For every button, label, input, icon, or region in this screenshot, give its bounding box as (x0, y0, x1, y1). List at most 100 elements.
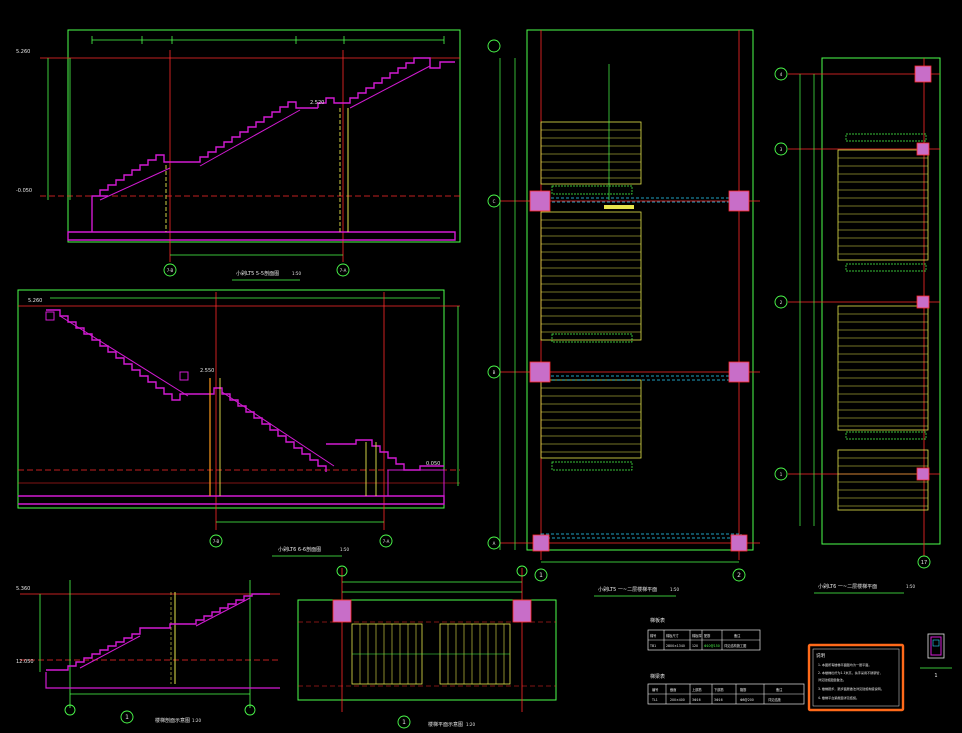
table-cell: 120 (692, 644, 698, 648)
drawing-title: 小剁LT5 一~二层楼梯平面 (598, 586, 657, 593)
axis-label: C (493, 199, 496, 204)
stair-slab-table: 梯板表 梯号 梯板尺寸 梯板厚 配筋 备注 TB1 2800×1340 120 … (647, 617, 761, 651)
axis-bubble (516, 565, 528, 577)
table-cell: TL1 (651, 698, 658, 702)
axis-bubble (774, 142, 788, 156)
notes-box: 说明 1. 本图所有楼梯平面图均为一层平面。 2. 本楼梯栏杆为1.1米高，扶手… (807, 643, 905, 712)
axis-bubble (487, 365, 501, 379)
drawing-title: 楼梯平面示意图 (428, 721, 463, 728)
table-cell: 3Φ16 (692, 698, 701, 702)
table-header: 梯板尺寸 (666, 633, 680, 638)
level-label-top: 5.360 (16, 586, 30, 592)
drawing-title: 楼梯剖面示意图 (155, 717, 190, 724)
axis-bubble (163, 263, 177, 277)
axis-label: 7-B (213, 539, 220, 544)
note-line: 3. 楼梯踏步，踏步面层做法详见建施构造说明。 (818, 686, 884, 691)
table-cell: Φ8@200 (740, 698, 754, 702)
drawing-title: 小剁LT6 6-6剖面图 (278, 546, 321, 553)
axis-label: 2 (737, 572, 741, 579)
detail-plan-drawing: 1 楼梯平面示意图 1:20 (297, 565, 557, 729)
level-label-low: 12.050 (16, 659, 34, 665)
axis-label: 4 (780, 72, 783, 77)
axis-bubble (732, 568, 746, 582)
table-cell: 详见结构施工图 (724, 643, 746, 648)
table-title: 梯板表 (650, 617, 665, 624)
axis-bubble (917, 555, 931, 569)
axis-bubble (244, 704, 256, 716)
note-line: 2. 本楼梯栏杆为1.1米高，扶手采用不锈钢管， (818, 670, 883, 675)
detail-marker (397, 715, 411, 729)
treads-flight-b (541, 219, 641, 333)
axis-bubble (487, 536, 501, 550)
treads-flight-c (541, 387, 641, 453)
stair-flight-3 (46, 309, 327, 472)
drawing-title: 小剁LT6 一~二层楼梯平面 (818, 583, 877, 590)
detail-marker-label: 1 (125, 714, 129, 721)
note-line: 1. 本图所有楼梯平面图均为一层平面。 (818, 662, 871, 667)
note-line: 详见建施图集做法。 (818, 677, 846, 682)
drawing-scale: 1:20 (466, 722, 475, 727)
drawing-scale: 1:20 (192, 718, 201, 723)
plan-lt6-frame (821, 57, 941, 545)
small-section-detail: 1 (920, 633, 952, 679)
drawing-title: 小剁LT5 5-5剖面图 (236, 270, 279, 277)
axis-bubble (534, 568, 548, 582)
axis-label: 7-B (167, 268, 174, 273)
treads-lt6-upper (838, 157, 928, 255)
axis-bubble (64, 704, 76, 716)
axis-bubble (209, 534, 223, 548)
note-line: 4. 楼梯平台梁截面详见结施。 (818, 695, 859, 700)
columns-detail (332, 599, 532, 623)
table-cell: TB1 (649, 644, 656, 648)
axis-label: 7-A (340, 268, 347, 273)
axis-label: 1 (780, 472, 783, 477)
axis-bubble (336, 565, 348, 577)
level-label-top: 5.260 (16, 49, 30, 55)
level-label-top: 5.260 (28, 298, 42, 304)
axis-bubble (487, 39, 501, 53)
drawing-scale: 1:50 (906, 584, 915, 589)
table-header: 配筋 (704, 633, 710, 638)
axis-bubble (336, 263, 350, 277)
notes-highlight (807, 643, 905, 712)
table-header: 截面 (670, 687, 676, 692)
beam-table: 梯梁表 编号 截面 上部筋 下部筋 箍筋 备注 TL1 200×400 3Φ16… (647, 673, 805, 705)
axis-label: B (493, 370, 496, 375)
table-cell: 2800×1340 (666, 644, 685, 648)
section-6-6-drawing: 7-B 7-A 5.260 2.550 0.050 小剁LT6 6-6剖面图 1… (17, 289, 460, 557)
table-header: 备注 (776, 687, 783, 692)
table-header: 箍筋 (740, 687, 746, 692)
table-header: 上部筋 (692, 687, 702, 692)
stair-flight-2 (317, 57, 455, 108)
axis-label: 7-A (383, 539, 390, 544)
detail-marker (120, 710, 134, 724)
treads-lt6-mid (838, 313, 928, 427)
axis-bubble (774, 467, 788, 481)
table-header: 备注 (734, 633, 741, 638)
section-5-5-frame (67, 29, 461, 243)
detail-marker-label: 1 (402, 719, 406, 726)
axis-bubble (379, 534, 393, 548)
axis-label: 17 (921, 560, 927, 566)
treads-flight-a (541, 129, 641, 179)
notes-title: 说明 (816, 652, 825, 659)
axis-label: 1 (539, 572, 543, 579)
table-cell: 详见结施 (768, 697, 782, 702)
table-cell: 200×400 (670, 698, 685, 702)
treads-lt6-lower (838, 457, 928, 507)
drawing-scale: 1:50 (340, 547, 349, 552)
stair-flight-1 (99, 101, 318, 196)
plan-lt5-drawing: C B A 1 2 小剁LT5 一~二层楼梯平面 1:50 (487, 29, 760, 597)
detail-section-drawing: 5.360 12.050 1 楼梯剖面示意图 1:20 (16, 580, 280, 724)
axis-bubble (774, 295, 788, 309)
table-cell: Φ10@150 (704, 644, 720, 648)
table-header: 梯号 (650, 633, 656, 638)
axis-label: A (493, 541, 496, 546)
table-cell: 3Φ16 (714, 698, 723, 702)
table-header: 下部筋 (714, 687, 724, 692)
section-5-5-drawing: 7-B 7-A 5.260 2.520 -0.050 小剁LT5 5-5剖面图 … (16, 29, 461, 281)
level-label-low: -0.050 (16, 188, 32, 194)
table-title: 梯梁表 (650, 673, 665, 680)
columns-lt5 (529, 190, 750, 552)
